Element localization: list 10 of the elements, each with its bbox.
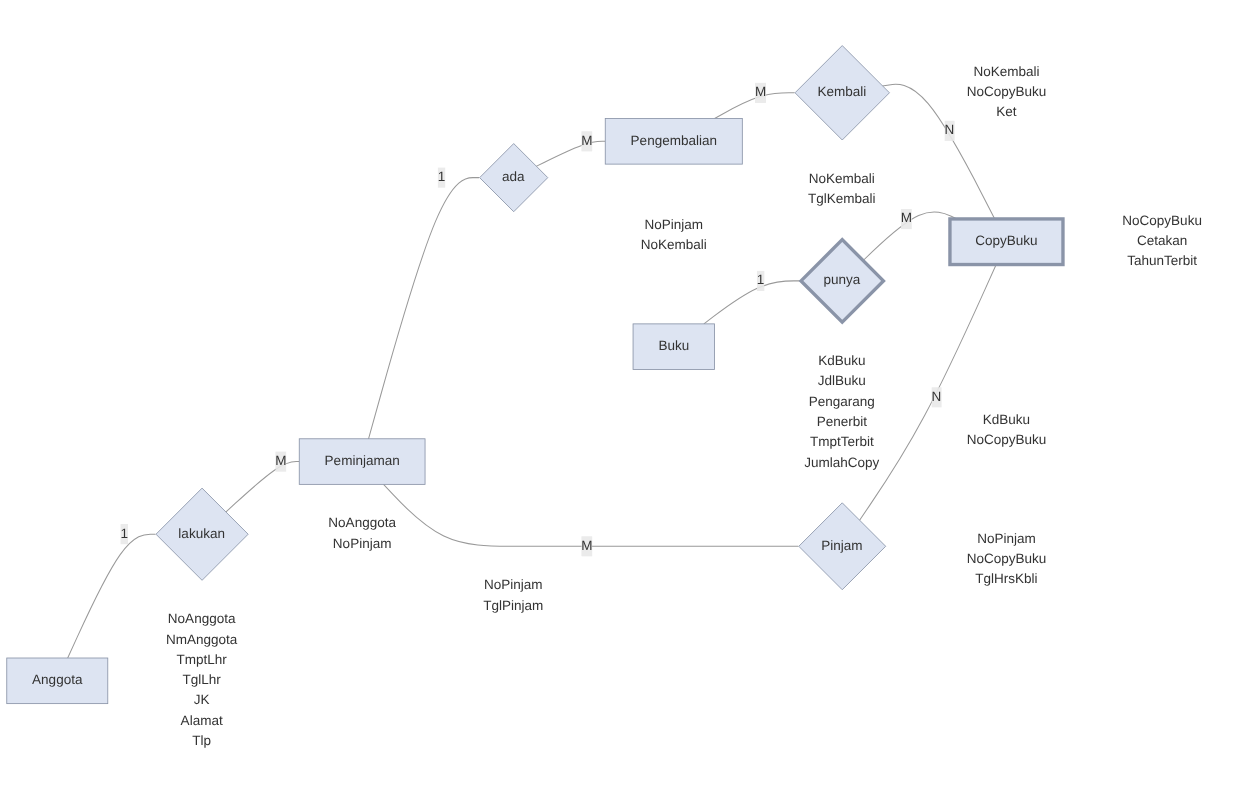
connector <box>881 83 996 220</box>
connector <box>368 177 480 440</box>
connector <box>383 483 799 547</box>
connector <box>714 92 796 119</box>
connector <box>703 280 802 325</box>
connector <box>535 140 606 167</box>
connector <box>67 533 157 659</box>
connector <box>858 264 997 521</box>
connector <box>862 211 958 262</box>
connector <box>225 461 300 513</box>
